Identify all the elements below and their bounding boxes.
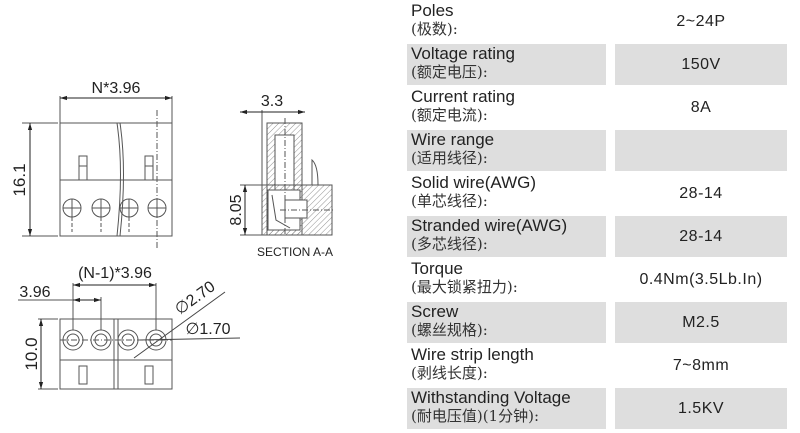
- spec-value: 7~8mm: [672, 356, 730, 374]
- front-width-dim: N*3.96: [92, 80, 141, 97]
- spec-label-en: Screw: [411, 302, 459, 321]
- spec-value: 28-14: [679, 184, 723, 202]
- spec-label-cn: (耐电压值)(1分钟):: [411, 407, 540, 425]
- spec-row-stranded-wire: Stranded wire(AWG)(多芯线径): 28-14: [407, 215, 787, 258]
- section-height-dim: 8.05: [228, 194, 245, 225]
- spec-label-cn: (额定电流):: [411, 106, 488, 124]
- spec-row-solid-wire: Solid wire(AWG)(单芯线径): 28-14: [407, 172, 787, 215]
- spec-label-en: Wire strip length: [411, 345, 534, 364]
- spec-label-cn: (极数):: [411, 20, 458, 38]
- break-line: [116, 122, 121, 237]
- spec-label-cn: (剥线长度):: [411, 364, 488, 382]
- spec-value: 28-14: [615, 216, 787, 257]
- spec-value: 8A: [690, 98, 712, 116]
- spec-row-screw: Screw(螺丝规格): M2.5: [407, 301, 787, 344]
- spec-value: 0.4Nm(3.5Lb.In): [639, 270, 763, 288]
- top-pitch-dim: 3.96: [19, 284, 50, 301]
- spec-value: M2.5: [615, 302, 787, 343]
- spec-label-cn: (适用线径):: [411, 149, 488, 167]
- spec-label-cn: (额定电压):: [411, 63, 488, 81]
- top-span-dim: (N-1)*3.96: [78, 265, 152, 282]
- drawing-svg: N*3.96 16.1 3.3 8.05 SECTION A-A: [10, 80, 335, 390]
- spec-label-en: Voltage rating: [411, 44, 515, 63]
- spec-value: [615, 130, 787, 171]
- section-width-dim: 3.3: [261, 93, 283, 110]
- spec-label: Poles(极数):: [407, 1, 606, 42]
- spec-label: Solid wire(AWG)(单芯线径):: [407, 173, 606, 214]
- spec-row-wire-strip-length: Wire strip length(剥线长度): 7~8mm: [407, 344, 787, 387]
- spec-label: Wire strip length(剥线长度):: [407, 345, 606, 386]
- spec-label: Stranded wire(AWG)(多芯线径):: [407, 216, 606, 257]
- technical-drawing: N*3.96 16.1 3.3 8.05 SECTION A-A: [10, 80, 335, 390]
- spec-label-en: Withstanding Voltage: [411, 388, 571, 407]
- outer-diameter-dim: ∅2.70: [172, 278, 219, 318]
- spec-label-en: Current rating: [411, 87, 515, 106]
- spec-label: Screw(螺丝规格):: [407, 302, 606, 343]
- top-view: [18, 282, 241, 390]
- spec-label: Voltage rating(额定电压):: [407, 44, 606, 85]
- spec-row-voltage-rating: Voltage rating(额定电压): 150V: [407, 43, 787, 86]
- spec-row-wire-range: Wire range(适用线径):: [407, 129, 787, 172]
- top-height-dim: 10.0: [22, 337, 41, 370]
- spec-value: 1.5KV: [615, 388, 787, 429]
- spec-value: 150V: [615, 44, 787, 85]
- section-view: [240, 109, 335, 236]
- spec-label: Current rating(额定电流):: [407, 87, 606, 128]
- spec-label-cn: (螺丝规格):: [411, 321, 488, 339]
- spec-label: Wire range(适用线径):: [407, 130, 606, 171]
- spec-row-poles: Poles(极数): 2~24P: [407, 0, 787, 43]
- spec-label-cn: (最大锁紧扭力):: [411, 278, 518, 296]
- inner-diameter-dim: ∅1.70: [185, 321, 230, 338]
- spec-table: Poles(极数): 2~24P Voltage rating(额定电压): 1…: [407, 0, 787, 430]
- spec-label-en: Solid wire(AWG): [411, 173, 536, 192]
- spec-label-cn: (单芯线径):: [411, 192, 488, 210]
- front-height-dim: 16.1: [10, 163, 29, 196]
- spec-label-en: Stranded wire(AWG): [411, 216, 568, 235]
- front-view: [22, 95, 173, 250]
- spec-label-cn: (多芯线径):: [411, 235, 488, 253]
- screw-heads: [62, 198, 167, 218]
- spec-row-current-rating: Current rating(额定电流): 8A: [407, 86, 787, 129]
- spec-label-en: Torque: [411, 259, 463, 278]
- spec-row-withstanding-voltage: Withstanding Voltage(耐电压值)(1分钟): 1.5KV: [407, 387, 787, 430]
- section-caption: SECTION A-A: [257, 245, 333, 259]
- spec-value: 2~24P: [676, 12, 726, 30]
- spec-label: Torque(最大锁紧扭力):: [407, 259, 606, 300]
- spec-label-en: Poles: [411, 1, 454, 20]
- spec-row-torque: Torque(最大锁紧扭力): 0.4Nm(3.5Lb.In): [407, 258, 787, 301]
- spec-label-en: Wire range: [411, 130, 495, 149]
- spec-label: Withstanding Voltage(耐电压值)(1分钟):: [407, 388, 606, 429]
